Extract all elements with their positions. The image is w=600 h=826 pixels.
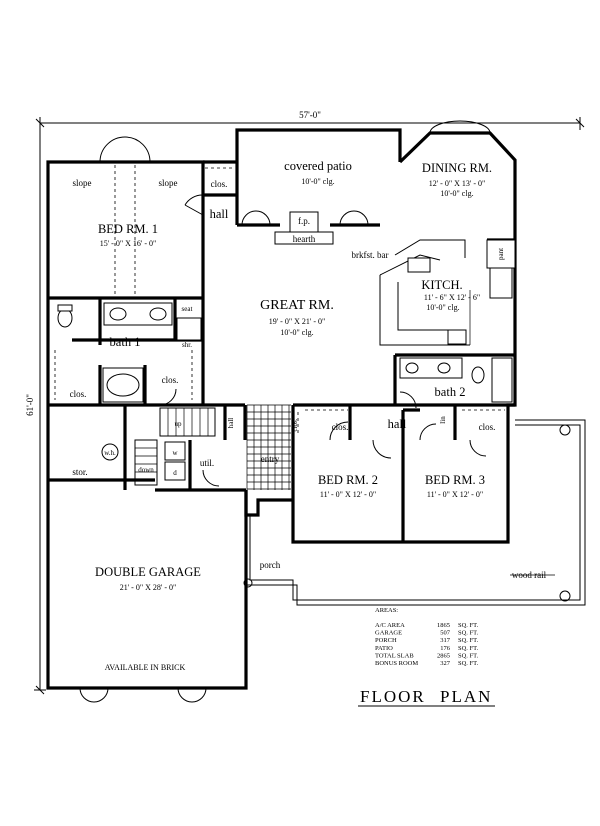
area-row-unit: SQ. FT. bbox=[458, 630, 479, 637]
area-row-value: 507 bbox=[440, 630, 451, 637]
area-row-value: 2865 bbox=[437, 652, 450, 659]
area-row-value: 317 bbox=[440, 637, 451, 644]
windows bbox=[79, 120, 491, 703]
great-rm-size: 19' - 0" X 21' - 0" bbox=[269, 317, 326, 326]
bed-rm-2-name: BED RM. 2 bbox=[318, 473, 378, 487]
area-row-label: PATIO bbox=[375, 645, 393, 652]
garage-brick-note: AVAILABLE IN BRICK bbox=[105, 663, 186, 672]
bed-rm-3-name: BED RM. 3 bbox=[425, 473, 485, 487]
area-row-value: 1865 bbox=[437, 622, 450, 629]
slope-left-label: slope bbox=[73, 178, 92, 188]
area-row-label: BONUS ROOM bbox=[375, 660, 418, 667]
ceiling-slope-lines bbox=[114, 165, 136, 296]
title-word-plan: PLAN bbox=[440, 687, 492, 706]
great-rm-ceiling: 10'-0" clg. bbox=[280, 328, 313, 337]
title-word-floor: FLOOR bbox=[360, 687, 426, 706]
hall-right-label: hall bbox=[388, 417, 407, 431]
garage-size: 21' - 0" X 28' - 0" bbox=[120, 583, 177, 592]
kitchen-size: 11' - 6" X 12' - 6" bbox=[424, 293, 480, 302]
closet-shelves bbox=[54, 167, 505, 435]
hall-top-label: hall bbox=[210, 207, 229, 221]
wood-rail-label: wood rail bbox=[512, 570, 547, 580]
area-row-unit: SQ. FT. bbox=[458, 645, 479, 652]
area-row-unit: SQ. FT. bbox=[458, 637, 479, 644]
bed-rm-1-size: 15' - 0" X 16' - 0" bbox=[100, 239, 157, 248]
covered-patio-ceiling: 10'-0" clg. bbox=[301, 177, 334, 186]
garage-name: DOUBLE GARAGE bbox=[95, 565, 201, 579]
storage-label: stor. bbox=[72, 467, 87, 477]
closet-vertical-label: clos. bbox=[291, 418, 299, 431]
bed-rm-2-size: 11' - 0" X 12' - 0" bbox=[320, 490, 376, 499]
bath-1-label: bath 1 bbox=[110, 335, 141, 349]
linen-label: lin bbox=[439, 416, 447, 424]
fireplace-label: f.p. bbox=[298, 216, 310, 226]
dining-rm-ceiling: 10'-0" clg. bbox=[440, 189, 473, 198]
stair-down-label: down bbox=[138, 466, 154, 474]
interior-walls bbox=[48, 193, 515, 542]
covered-patio-name: covered patio bbox=[284, 159, 352, 173]
bed-rm-1-name: BED RM. 1 bbox=[98, 222, 158, 236]
area-row-label: A/C AREA bbox=[375, 622, 405, 629]
area-row-value: 327 bbox=[440, 660, 451, 667]
area-row-unit: SQ. FT. bbox=[458, 660, 479, 667]
closet-bed3-label: clos. bbox=[479, 422, 496, 432]
closet-top-label: clos. bbox=[211, 179, 228, 189]
hall-stair-label: hall bbox=[227, 418, 235, 429]
area-row-unit: SQ. FT. bbox=[458, 622, 479, 629]
doors bbox=[159, 194, 487, 487]
kitchen-counters bbox=[379, 239, 516, 346]
areas-heading: AREAS: bbox=[375, 607, 398, 614]
slope-right-label: slope bbox=[159, 178, 178, 188]
dryer-label: d bbox=[173, 469, 177, 477]
closet-left-label: clos. bbox=[70, 389, 87, 399]
exterior-walls bbox=[46, 128, 517, 690]
shower-label: shr. bbox=[182, 341, 192, 349]
pantry-label: pant bbox=[497, 248, 505, 260]
closet-bed2-label: clos. bbox=[332, 422, 349, 432]
overall-width-dimension: 57'-0" bbox=[299, 110, 321, 120]
bath-fixtures bbox=[57, 302, 513, 481]
area-row-label: GARAGE bbox=[375, 630, 402, 637]
closet-mid-label: clos. bbox=[162, 375, 179, 385]
dining-rm-name: DINING RM. bbox=[422, 161, 492, 175]
plan-title: FLOOR PLAN bbox=[358, 687, 495, 707]
seat-label: seat bbox=[182, 305, 193, 313]
stairs bbox=[134, 407, 216, 486]
overall-depth-dimension: 61'-0" bbox=[25, 394, 35, 416]
entry-tile-grid bbox=[246, 404, 291, 490]
bed-rm-3-size: 11' - 0" X 12' - 0" bbox=[427, 490, 483, 499]
kitchen-ceiling: 10'-0" clg. bbox=[426, 303, 459, 312]
hearth-label: hearth bbox=[293, 234, 316, 244]
utility-label: util. bbox=[200, 458, 214, 468]
room-labels: slope slope BED RM. 1 15' - 0" X 16' - 0… bbox=[70, 159, 547, 672]
area-row-label: PORCH bbox=[375, 637, 397, 644]
dining-rm-size: 12' - 0" X 13' - 0" bbox=[429, 179, 486, 188]
fireplace bbox=[274, 211, 334, 245]
great-rm-name: GREAT RM. bbox=[260, 298, 334, 313]
porch-label: porch bbox=[260, 560, 281, 570]
entry-label: entry bbox=[261, 454, 280, 464]
washer-label: w bbox=[172, 449, 178, 457]
area-row-value: 176 bbox=[440, 645, 451, 652]
water-heater-label: w.h. bbox=[104, 449, 116, 457]
porch-outline bbox=[243, 419, 586, 606]
stair-up-label: up bbox=[175, 420, 183, 428]
bath-2-label: bath 2 bbox=[435, 385, 466, 399]
kitchen-name: KITCH. bbox=[421, 278, 462, 292]
area-row-unit: SQ. FT. bbox=[458, 652, 479, 659]
area-row-label: TOTAL SLAB bbox=[375, 652, 414, 659]
dimension-lines bbox=[34, 117, 585, 695]
breakfast-bar-label: brkfst. bar bbox=[352, 250, 389, 260]
